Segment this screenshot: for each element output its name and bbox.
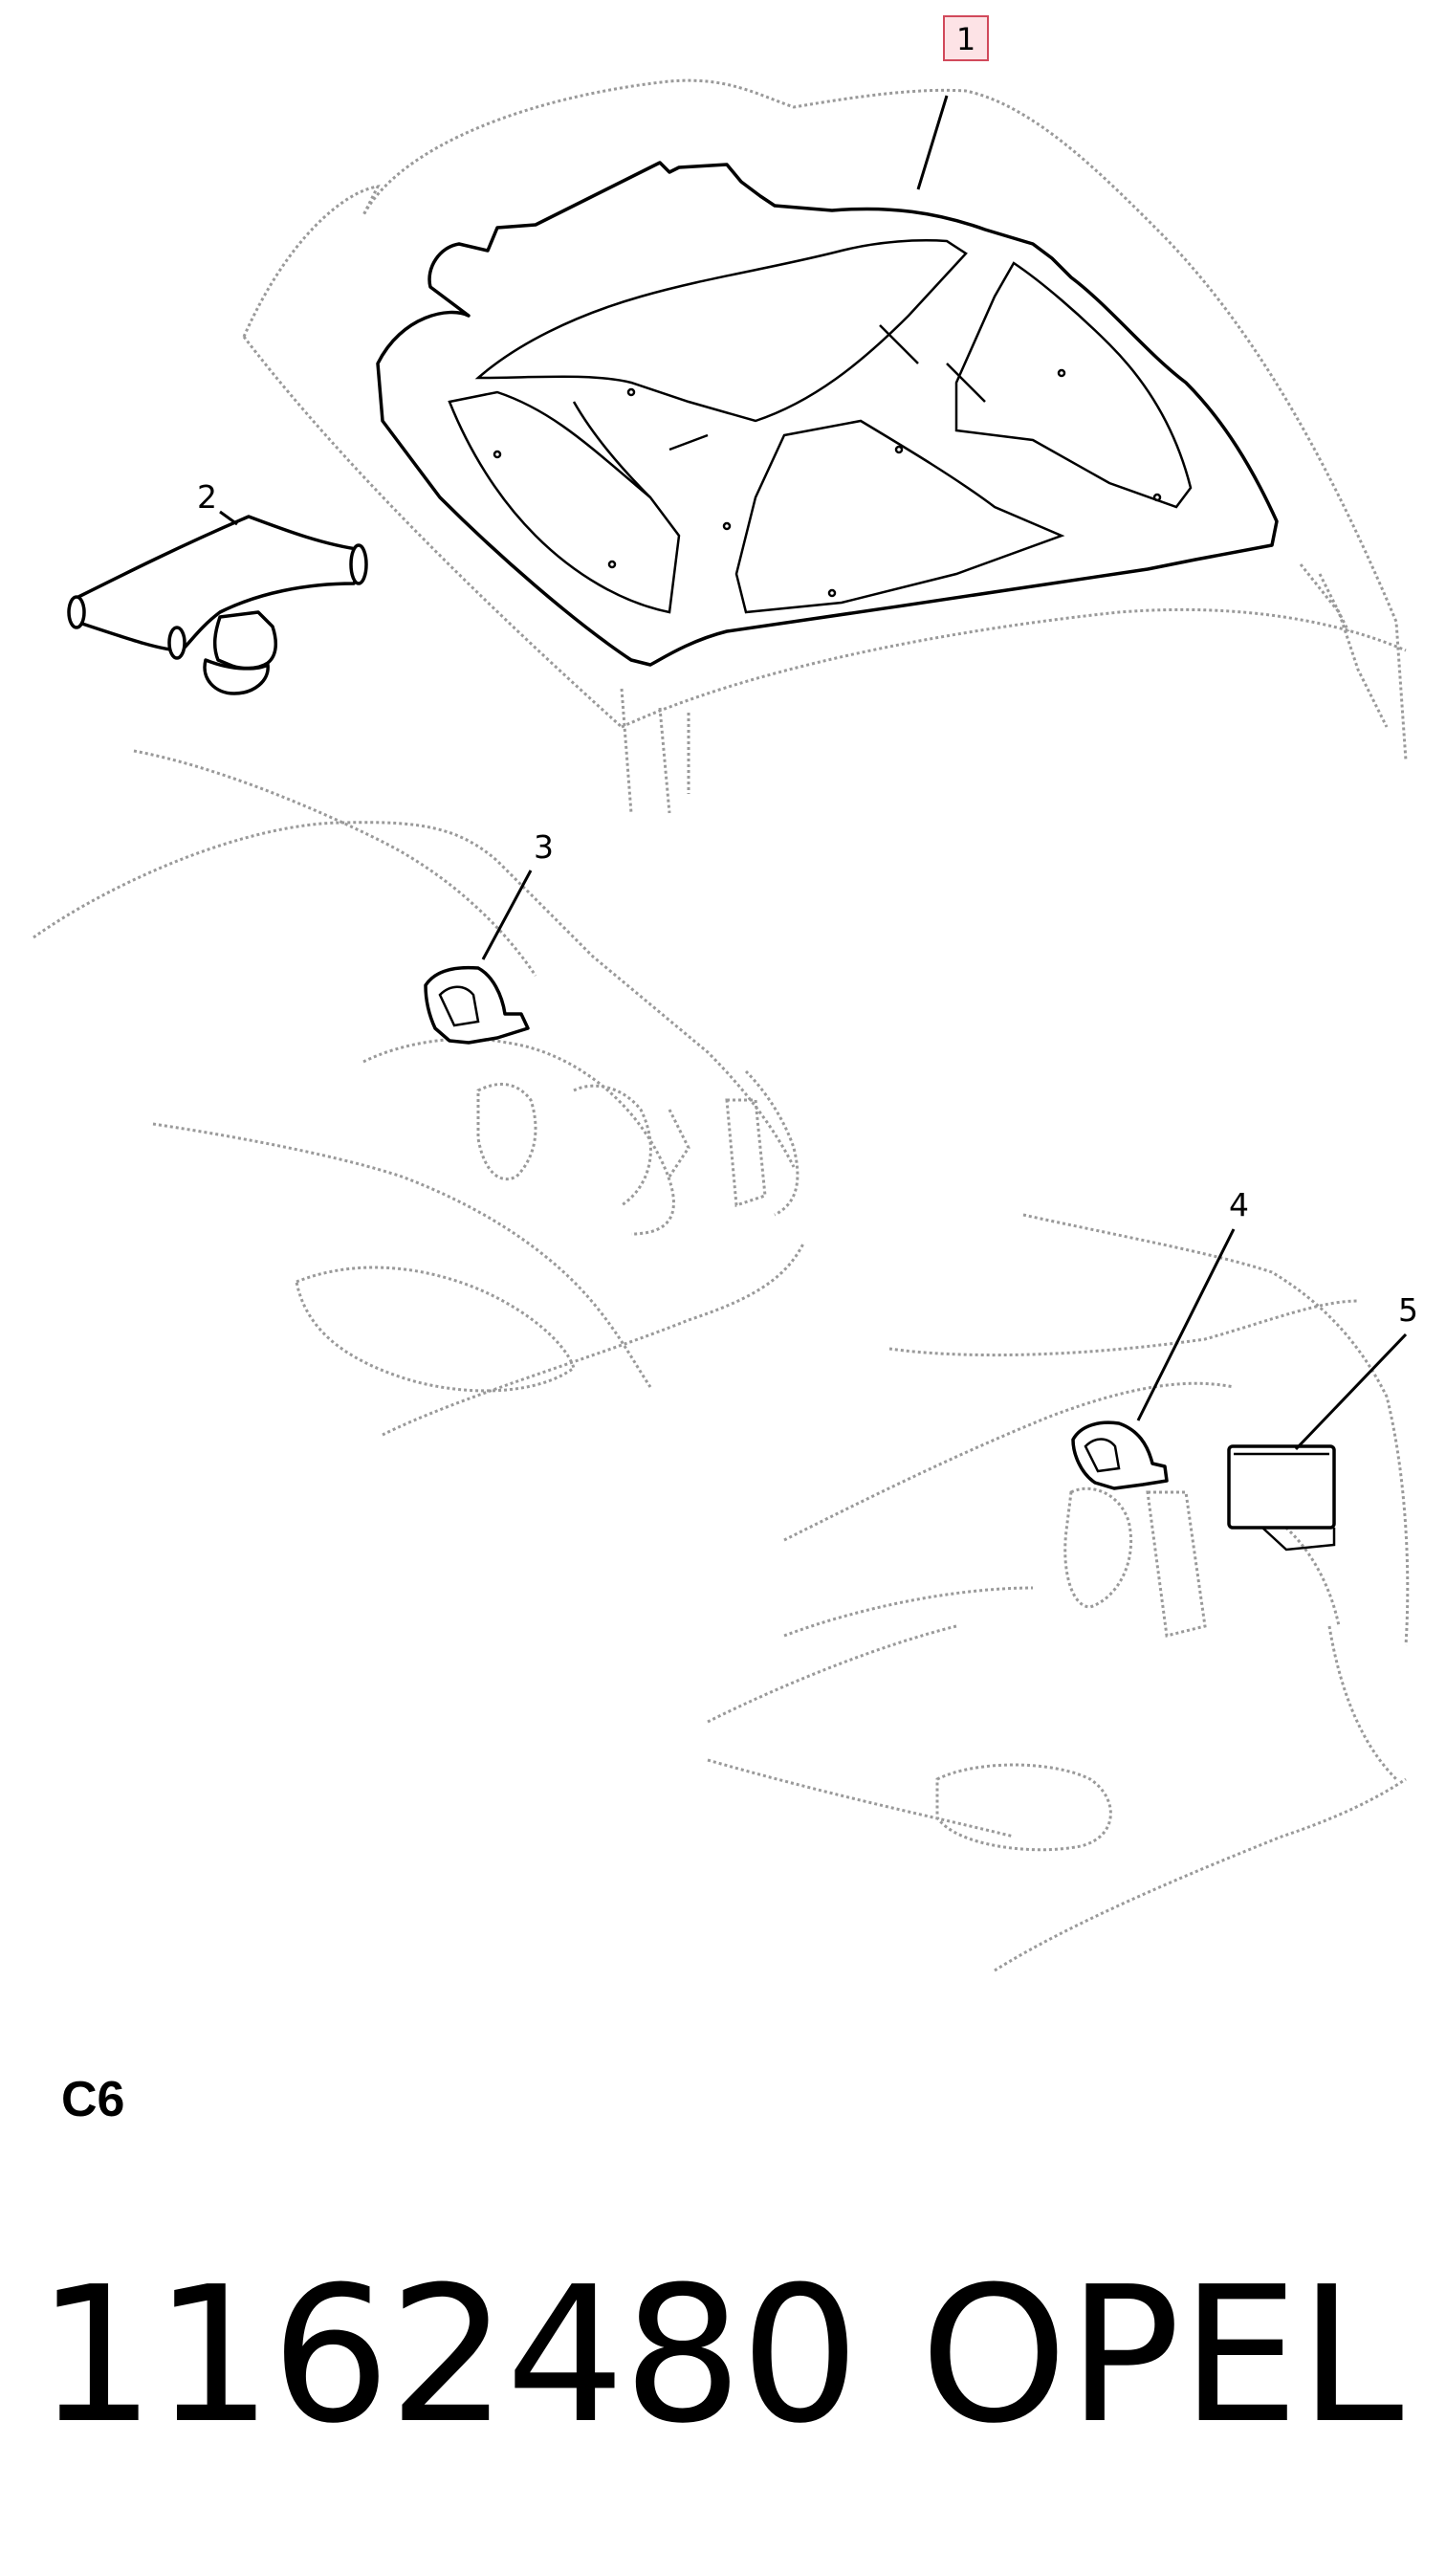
leader-1 (916, 95, 949, 190)
cover-panel-part-5 (1227, 1444, 1336, 1552)
hood-outline (242, 78, 1408, 814)
part-number: 1162480 (36, 2247, 860, 2465)
brand-name: OPEL (920, 2247, 1404, 2465)
insulation-pad (376, 161, 1279, 667)
clip-part (67, 515, 368, 695)
section-code: C6 (61, 2072, 125, 2127)
rear-interior-outline (33, 749, 805, 1437)
leader-5 (1294, 1332, 1408, 1451)
leader-2 (219, 510, 238, 526)
leader-3 (481, 870, 533, 960)
bracket-part-4 (1071, 1420, 1169, 1490)
callout-2: 2 (197, 478, 217, 516)
callout-1: 1 (943, 15, 989, 61)
callout-4: 4 (1229, 1186, 1249, 1223)
bracket-part-3 (424, 965, 530, 1045)
callout-3: 3 (534, 828, 554, 866)
trunk-outline (707, 1213, 1410, 1972)
leader-4 (1136, 1228, 1236, 1421)
callout-5: 5 (1398, 1291, 1418, 1329)
